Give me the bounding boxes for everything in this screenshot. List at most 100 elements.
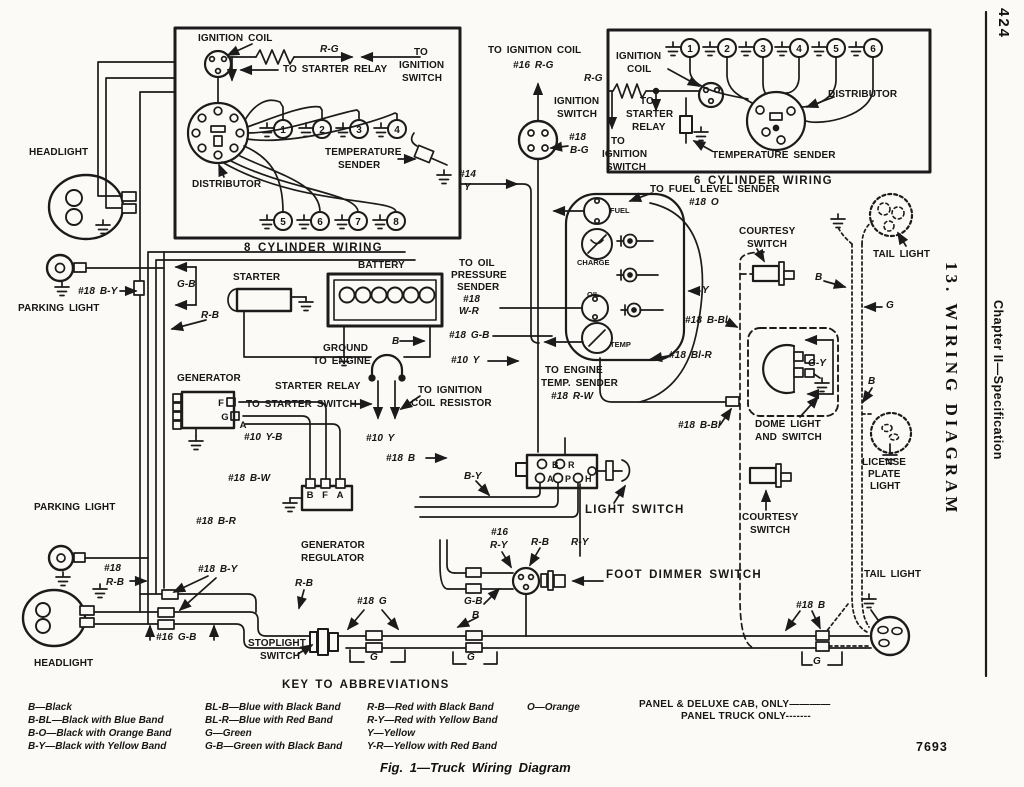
label-gen-reg-1: GENERATOR xyxy=(301,540,365,551)
key-c3-r2: R-Y—Red with Yellow Band xyxy=(367,715,498,726)
label-b-4: B xyxy=(868,376,876,387)
key-c2-r3: G—Green xyxy=(205,728,252,739)
inset6-temp-sender: TEMPERATURE SENDER xyxy=(712,150,836,161)
plug8-4: 4 xyxy=(394,125,400,136)
tail-trunk-art xyxy=(825,192,914,647)
starter-battery-art xyxy=(227,272,553,420)
ls-terminal-p: P xyxy=(565,474,571,484)
parking-light-top-art xyxy=(45,253,165,297)
label-tail-light-1: TAIL LIGHT xyxy=(873,249,931,260)
label-stoplight-2: SWITCH xyxy=(260,651,301,662)
gauge-oil: OIL xyxy=(587,290,600,299)
label-b-battery: B xyxy=(392,336,400,347)
label-b-3: B xyxy=(815,272,823,283)
label-license-2: PLATE xyxy=(868,469,901,480)
inset6-ignition-coil-2: COIL xyxy=(627,64,652,75)
label-g-4: G xyxy=(813,656,821,667)
label-10-y-1: #10 Y xyxy=(451,355,480,366)
label-to-starter-switch: TO STARTER SWITCH xyxy=(246,399,357,410)
label-courtesy2-2: SWITCH xyxy=(750,525,791,536)
gauge-fuel: FUEL xyxy=(610,206,630,215)
inset6-to-ign-sw-3: SWITCH xyxy=(606,162,647,173)
gen-terminal-g: G xyxy=(221,412,228,423)
label-18-blr: #18 Bl-R xyxy=(669,350,712,361)
label-rb-3: R-B xyxy=(295,578,314,589)
key-c3-r4: Y-R—Yellow with Red Band xyxy=(367,741,498,752)
label-rb-1: R-B xyxy=(201,310,220,321)
inset6-ignition-coil-1: IGNITION xyxy=(616,51,662,62)
label-to-oil-5: W-R xyxy=(459,306,479,317)
inset6-to-ign-sw-2: IGNITION xyxy=(602,149,648,160)
label-gy: G-Y xyxy=(808,358,827,369)
label-18-bg-1: #18 xyxy=(569,132,586,143)
label-courtesy1-2: SWITCH xyxy=(747,239,788,250)
key-c3-r3: Y—Yellow xyxy=(367,728,415,739)
gen-terminal-f: F xyxy=(218,398,224,409)
label-to-oil-4: #18 xyxy=(463,294,480,305)
key-orange: O—Orange xyxy=(527,702,580,713)
inset8-to-starter-relay: TO STARTER RELAY xyxy=(283,64,388,75)
label-parking-light-top: PARKING LIGHT xyxy=(18,303,100,314)
key-c1-r3: B-O—Black with Orange Band xyxy=(28,728,172,739)
figure-caption: Fig. 1—Truck Wiring Diagram xyxy=(380,760,571,775)
label-ignition-switch-1: IGNITION xyxy=(554,96,600,107)
label-to-oil-1: TO OIL xyxy=(459,258,495,269)
key-c3-r1: R-B—Red with Black Band xyxy=(367,702,494,713)
label-coil-resistor-2: COIL RESISTOR xyxy=(411,398,492,409)
label-18-b-2: #18 B xyxy=(796,600,826,611)
ls-terminal-b: B xyxy=(552,460,559,470)
label-18-br: #18 B-R xyxy=(196,516,236,527)
figure-code: 7693 xyxy=(916,740,948,754)
diagram-letters: 1 2 3 4 5 6 7 8 1 2 3 4 5 6 F G A B F A … xyxy=(218,44,876,501)
ignition-switch-art xyxy=(459,82,569,453)
ls-terminal-a: A xyxy=(547,474,554,484)
label-18-o: #18 O xyxy=(689,197,719,208)
plug8-5: 5 xyxy=(280,217,286,228)
label-parking-light-bottom: PARKING LIGHT xyxy=(34,502,116,513)
label-gb-2: G-B xyxy=(464,596,483,607)
legend-panel-truck: PANEL TRUCK ONLY------- xyxy=(681,711,812,722)
plug8-2: 2 xyxy=(319,125,325,136)
key-c2-r1: BL-B—Blue with Black Band xyxy=(205,702,341,713)
plug6-6: 6 xyxy=(870,44,876,55)
light-switch-art xyxy=(414,437,631,557)
label-g-1: G xyxy=(370,652,378,663)
reg-terminal-a: A xyxy=(337,490,344,501)
inset6-to-ign-sw-1: TO xyxy=(611,136,625,147)
inset8-title: 8 CYLINDER WIRING xyxy=(244,242,383,254)
label-battery: BATTERY xyxy=(358,260,405,271)
gen-terminal-a: A xyxy=(240,420,247,431)
ls-terminal-r: R xyxy=(568,460,575,470)
label-starter-relay: STARTER RELAY xyxy=(275,381,361,392)
inset6-distributor: DISTRIBUTOR xyxy=(828,89,898,100)
label-14-y-1: #14 xyxy=(459,169,476,180)
label-gen-reg-2: REGULATOR xyxy=(301,553,365,564)
plug8-1: 1 xyxy=(280,125,286,136)
page-number: 424 xyxy=(995,8,1012,40)
label-foot-dimmer: FOOT DIMMER SWITCH xyxy=(606,569,762,581)
plug6-2: 2 xyxy=(724,44,730,55)
dome-light-art xyxy=(762,334,834,418)
courtesy-dome-art xyxy=(739,251,839,649)
label-18-bbl-1: #18 B-Bl xyxy=(685,315,728,326)
section-title: 13. WIRING DIAGRAM xyxy=(942,262,961,517)
label-dome-2: AND SWITCH xyxy=(755,432,822,443)
legend-panel-deluxe: PANEL & DELUXE CAB, ONLY———— xyxy=(639,699,831,710)
inset8-temp-sender-1: TEMPERATURE xyxy=(325,147,402,158)
label-coil-resistor-1: TO IGNITION xyxy=(418,385,483,396)
foot-dimmer-art xyxy=(439,539,604,637)
label-18-by-1: #18 B-Y xyxy=(78,286,118,297)
label-to-ignition-coil: TO IGNITION COIL xyxy=(488,45,582,56)
label-ground-to-engine-2: TO ENGINE xyxy=(313,356,371,367)
label-headlight-top: HEADLIGHT xyxy=(29,147,89,158)
plug6-3: 3 xyxy=(760,44,766,55)
courtesy-switch-bottom-art xyxy=(748,463,792,511)
label-license-3: LIGHT xyxy=(870,481,901,492)
left-trunk-art xyxy=(119,91,416,625)
label-10-yb: #10 Y-B xyxy=(244,432,283,443)
label-to-fuel-sender: TO FUEL LEVEL SENDER xyxy=(650,184,780,195)
label-b-2: B xyxy=(472,610,480,621)
parking-headlight-bottom-art xyxy=(21,544,149,648)
label-g-2: G xyxy=(467,652,475,663)
